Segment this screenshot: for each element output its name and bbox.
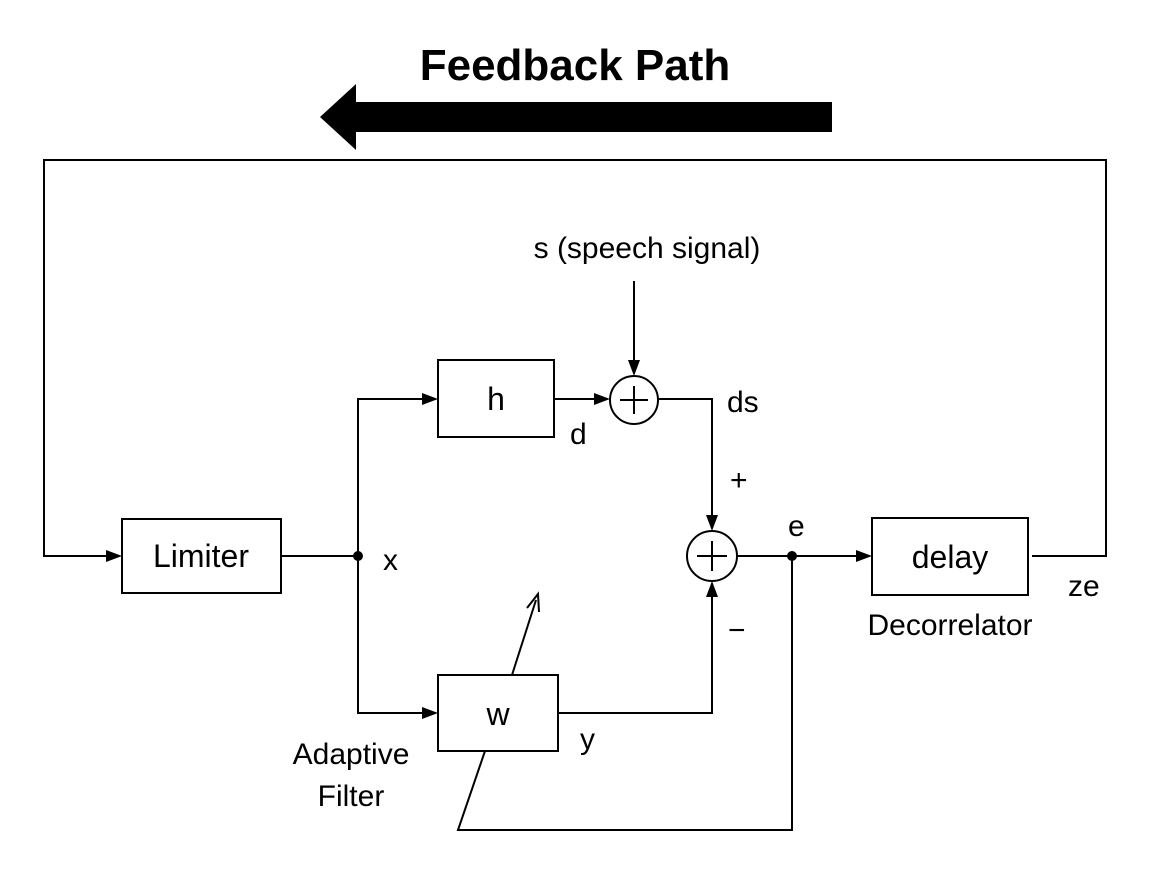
- summing-junction-ds: [609, 375, 659, 425]
- arrowhead-h-in: [422, 393, 438, 405]
- adaptation-arrowhead: [526, 591, 540, 613]
- w-block: w: [437, 674, 559, 752]
- signal-ze-label: ze: [1068, 570, 1100, 603]
- wire-y: [558, 591, 713, 714]
- minus-sign-label: −: [728, 614, 746, 647]
- diagram-title: Feedback Path: [420, 41, 731, 90]
- speech-signal-label: s (speech signal): [534, 232, 761, 265]
- plus-sign-label: +: [730, 464, 748, 497]
- wire-error-feedback: [456, 556, 793, 831]
- arrowhead-speech-in: [628, 360, 640, 376]
- signal-ds-label: ds: [727, 386, 759, 419]
- summing-junction-e: [686, 530, 738, 582]
- signal-d-label: d: [570, 418, 587, 451]
- h-label: h: [487, 381, 505, 417]
- arrowhead-sum1-in: [594, 393, 610, 405]
- wire-ds: [658, 398, 713, 521]
- h-block: h: [437, 359, 555, 438]
- signal-x-label: x: [383, 544, 398, 577]
- signal-y-label: y: [580, 723, 595, 756]
- decorrelator-caption: Decorrelator: [867, 609, 1032, 642]
- adaptive-filter-line1: Adaptive: [293, 738, 410, 771]
- arrowhead-limiter-in: [106, 550, 122, 562]
- arrowhead-w-in: [422, 707, 438, 719]
- limiter-label: Limiter: [153, 538, 249, 574]
- arrowhead-delay-in: [856, 550, 872, 562]
- arrowhead-sum2-bottom: [706, 581, 718, 597]
- limiter-block: Limiter: [121, 518, 282, 594]
- feedback-direction-arrow: [320, 84, 832, 150]
- delay-block: delay: [871, 517, 1029, 596]
- delay-label: delay: [912, 539, 989, 575]
- adaptive-filter-line2: Filter: [318, 780, 385, 813]
- signal-e-label: e: [788, 510, 805, 543]
- wire-x-branch: [357, 398, 428, 714]
- feedback-wire: [43, 159, 1107, 557]
- arrowhead-sum2-top: [706, 515, 718, 531]
- adaptation-arrow: [511, 599, 537, 676]
- w-label: w: [485, 696, 510, 732]
